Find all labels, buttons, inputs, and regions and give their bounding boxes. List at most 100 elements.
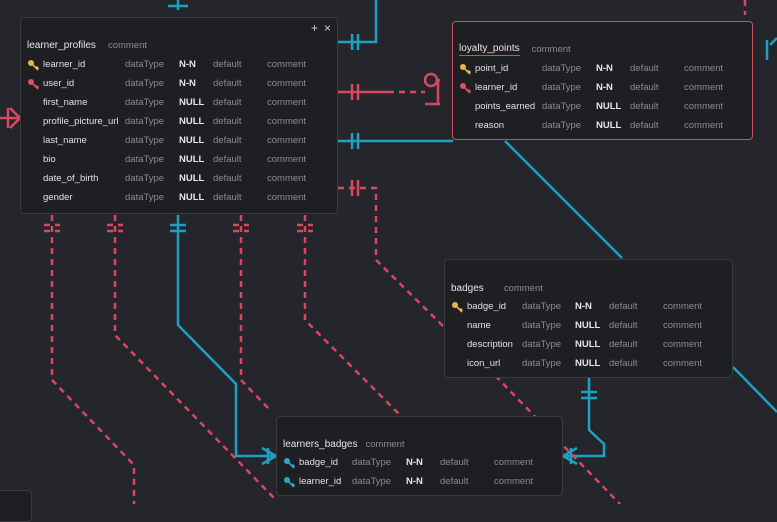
- column-nullability[interactable]: NULL: [179, 97, 205, 108]
- column-row[interactable]: first_name dataType NULL default comment: [21, 94, 337, 113]
- column-name[interactable]: last_name: [43, 135, 87, 146]
- table-name[interactable]: badges: [451, 282, 484, 294]
- column-comment[interactable]: comment: [267, 116, 307, 127]
- column-default[interactable]: default: [609, 358, 638, 369]
- column-row[interactable]: points_earned dataType NULL default comment: [453, 98, 752, 117]
- column-nullability[interactable]: NULL: [179, 135, 205, 146]
- column-nullability[interactable]: N-N: [406, 457, 423, 468]
- table-comment[interactable]: comment: [365, 438, 405, 450]
- relation-line-blue[interactable]: [732, 366, 777, 413]
- column-comment[interactable]: comment: [684, 101, 724, 112]
- column-type[interactable]: dataType: [125, 78, 165, 89]
- column-row[interactable]: last_name dataType NULL default comment: [21, 132, 337, 151]
- relation-line-blue[interactable]: [560, 378, 606, 466]
- column-default[interactable]: default: [630, 120, 659, 131]
- column-nullability[interactable]: N-N: [575, 301, 592, 312]
- column-default[interactable]: default: [440, 457, 469, 468]
- column-nullability[interactable]: NULL: [575, 339, 601, 350]
- column-comment[interactable]: comment: [267, 59, 307, 70]
- column-type[interactable]: dataType: [522, 320, 562, 331]
- column-default[interactable]: default: [609, 339, 638, 350]
- column-type[interactable]: dataType: [542, 101, 582, 112]
- column-name[interactable]: bio: [43, 154, 56, 165]
- column-comment[interactable]: comment: [663, 358, 703, 369]
- column-comment[interactable]: comment: [663, 320, 703, 331]
- column-nullability[interactable]: NULL: [179, 116, 205, 127]
- relation-line-red[interactable]: [297, 215, 446, 461]
- column-nullability[interactable]: N-N: [596, 82, 613, 93]
- column-default[interactable]: default: [630, 101, 659, 112]
- column-type[interactable]: dataType: [352, 457, 392, 468]
- relation-line-red[interactable]: [350, 180, 360, 196]
- column-type[interactable]: dataType: [542, 82, 582, 93]
- column-type[interactable]: dataType: [125, 97, 165, 108]
- column-type[interactable]: dataType: [125, 154, 165, 165]
- column-comment[interactable]: comment: [267, 173, 307, 184]
- relation-line-blue[interactable]: [765, 37, 777, 60]
- column-default[interactable]: default: [213, 135, 242, 146]
- column-name[interactable]: date_of_birth: [43, 173, 99, 184]
- column-default[interactable]: default: [213, 116, 242, 127]
- column-name[interactable]: learner_id: [299, 476, 342, 487]
- column-default[interactable]: default: [213, 78, 242, 89]
- column-nullability[interactable]: N-N: [179, 59, 196, 70]
- relation-line-blue[interactable]: [504, 140, 623, 259]
- table-name[interactable]: loyalty_points: [459, 42, 520, 56]
- column-type[interactable]: dataType: [542, 63, 582, 74]
- column-nullability[interactable]: NULL: [596, 120, 622, 131]
- column-nullability[interactable]: NULL: [596, 101, 622, 112]
- column-nullability[interactable]: N-N: [596, 63, 613, 74]
- close-table-button[interactable]: ×: [323, 21, 331, 35]
- column-name[interactable]: icon_url: [467, 358, 501, 369]
- table-name[interactable]: learner_profiles: [27, 39, 96, 51]
- column-nullability[interactable]: NULL: [179, 173, 205, 184]
- table-comment[interactable]: comment: [531, 43, 571, 55]
- column-name[interactable]: points_earned: [475, 101, 536, 112]
- column-type[interactable]: dataType: [125, 135, 165, 146]
- relation-line-blue[interactable]: [338, 133, 453, 149]
- relation-line-red[interactable]: [338, 186, 446, 329]
- relation-line-red[interactable]: [0, 107, 22, 129]
- column-name[interactable]: badge_id: [299, 457, 339, 468]
- column-name[interactable]: first_name: [43, 97, 88, 108]
- column-default[interactable]: default: [213, 97, 242, 108]
- column-name[interactable]: name: [467, 320, 491, 331]
- column-type[interactable]: dataType: [125, 116, 165, 127]
- column-name[interactable]: point_id: [475, 63, 509, 74]
- relation-line-blue[interactable]: [338, 0, 378, 50]
- table-comment[interactable]: comment: [503, 282, 543, 294]
- table-comment[interactable]: comment: [107, 39, 148, 51]
- column-comment[interactable]: comment: [494, 476, 534, 487]
- column-comment[interactable]: comment: [267, 154, 307, 165]
- relation-line-blue[interactable]: [168, 0, 188, 10]
- column-comment[interactable]: comment: [267, 135, 307, 146]
- column-comment[interactable]: comment: [684, 63, 724, 74]
- column-comment[interactable]: comment: [267, 97, 307, 108]
- relation-line-red[interactable]: [44, 215, 136, 504]
- column-default[interactable]: default: [630, 82, 659, 93]
- column-comment[interactable]: comment: [684, 82, 724, 93]
- column-nullability[interactable]: NULL: [179, 192, 205, 203]
- column-comment[interactable]: comment: [663, 301, 703, 312]
- column-default[interactable]: default: [609, 320, 638, 331]
- relation-line-blue[interactable]: [170, 215, 279, 466]
- column-type[interactable]: dataType: [352, 476, 392, 487]
- column-type[interactable]: dataType: [125, 173, 165, 184]
- column-default[interactable]: default: [213, 154, 242, 165]
- column-nullability[interactable]: N-N: [406, 476, 423, 487]
- column-type[interactable]: dataType: [125, 192, 165, 203]
